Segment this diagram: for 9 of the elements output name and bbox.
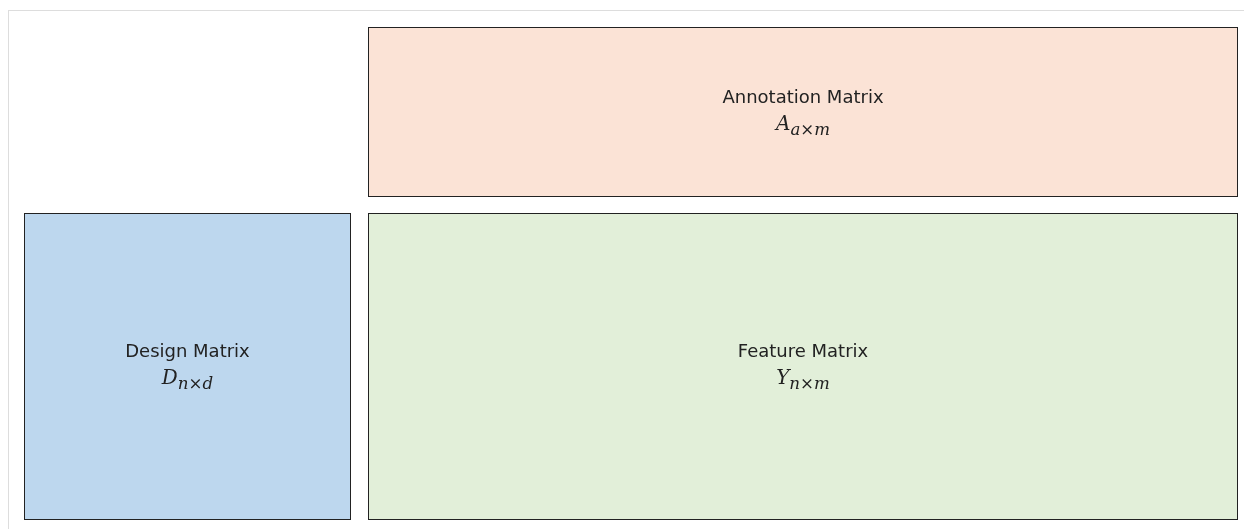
matrix-symbol: D$_{n×d}$: [161, 365, 214, 393]
matrix-name: Annotation Matrix: [722, 85, 884, 107]
matrix-box: [368, 213, 1238, 520]
matrix-name: Feature Matrix: [737, 340, 869, 361]
matrix-symbol: A$_{a×m}$: [775, 110, 831, 139]
matrix-name: Design Matrix: [125, 340, 250, 361]
matrix-box: [368, 27, 1238, 197]
matrix-box: [24, 213, 351, 520]
matrix-symbol: Y$_{n×m}$: [776, 365, 830, 393]
